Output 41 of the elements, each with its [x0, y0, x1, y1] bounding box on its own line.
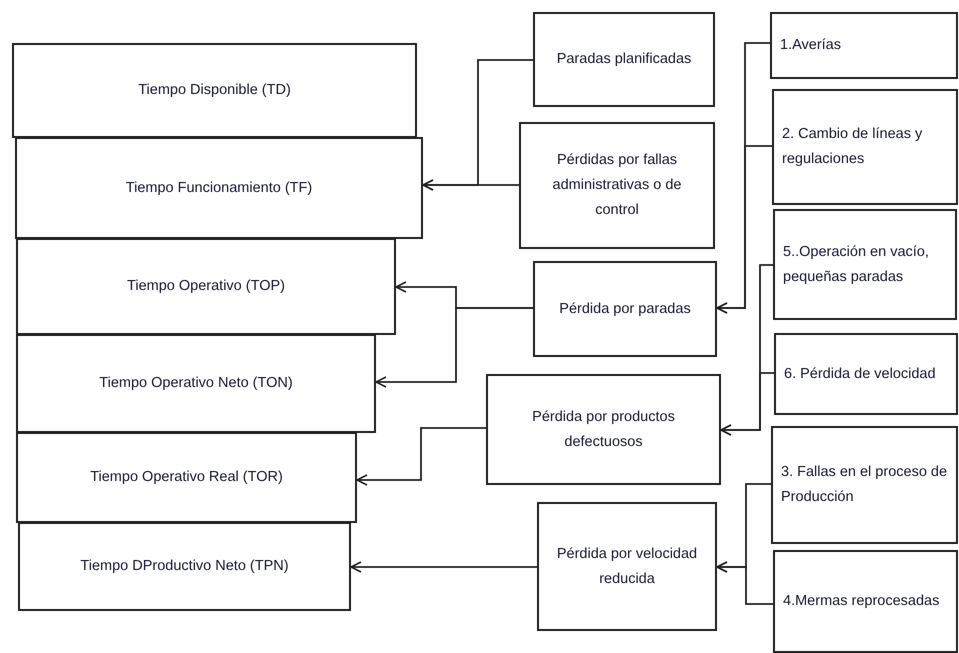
text-box [16, 432, 357, 523]
arrow [350, 561, 537, 573]
box-label: Tiempo DProductivo Neto (TPN) [80, 557, 289, 576]
text-box [16, 238, 396, 335]
box-label: Tiempo Funcionamiento (TF) [126, 178, 312, 198]
text-box [772, 89, 958, 205]
text-box [519, 122, 715, 249]
box-label: 2. Cambio de líneas y regulaciones [782, 125, 924, 169]
text-box [770, 12, 958, 79]
box-label: 1.Averías [780, 36, 841, 55]
text-box [771, 426, 958, 544]
text-box [774, 333, 958, 415]
box-label: 6. Pérdida de velocidad [784, 364, 936, 384]
box-label: Pérdida por paradas [559, 300, 691, 318]
text-box [773, 550, 958, 653]
box-label: 4.Mermas reprocesadas [783, 592, 940, 611]
text-box [533, 261, 717, 357]
box-label: Pérdidas por fallas administrativas o de control [552, 151, 682, 220]
text-box [773, 209, 957, 320]
box-label: 5..Operación en vacío, pequeñas paradas [783, 242, 930, 286]
box-label: Paradas planificadas [556, 50, 692, 69]
text-box [12, 43, 417, 138]
text-box [18, 522, 351, 611]
arrow [356, 427, 486, 486]
text-box [16, 334, 376, 433]
arrow [422, 179, 519, 191]
arrow [716, 145, 772, 314]
box-label: Tiempo Operativo Real (TOR) [90, 468, 283, 487]
text-box [15, 137, 423, 239]
arrow [716, 561, 773, 605]
arrow [375, 307, 533, 388]
box-label: Pérdida por velocidad reducida [556, 544, 698, 588]
text-box [486, 374, 721, 485]
arrow [720, 372, 774, 436]
text-box [537, 502, 717, 631]
text-box [533, 12, 715, 107]
box-label: Pérdida por productos defectuosos [531, 408, 676, 452]
box-label: 3. Fallas en el proceso de Producción [781, 463, 948, 507]
box-label: Tiempo Disponible (TD) [138, 81, 291, 100]
box-label: Tiempo Operativo Neto (TON) [99, 374, 293, 393]
box-label: Tiempo Operativo (TOP) [127, 277, 285, 296]
